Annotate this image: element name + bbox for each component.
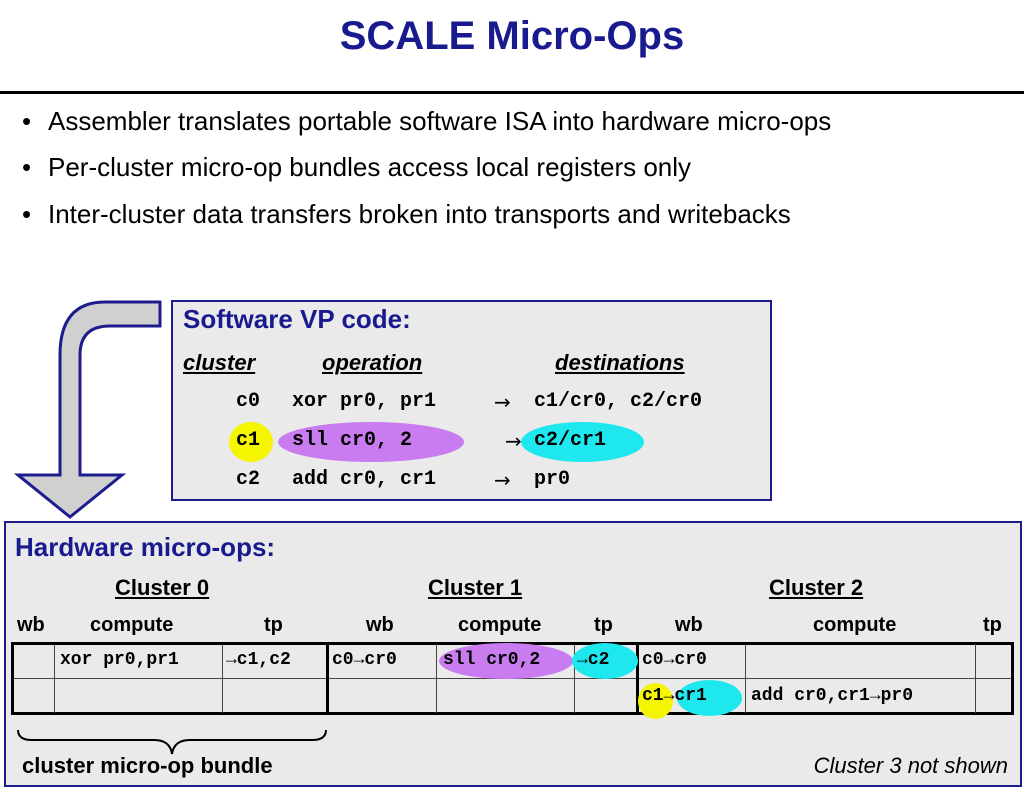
- col-compute: compute: [458, 614, 542, 636]
- highlight-cyan: [572, 643, 638, 679]
- highlight-yellow: [638, 683, 673, 719]
- bullet-text: Inter-cluster data transfers broken into…: [48, 199, 791, 229]
- code-operation: sll cr0, 2: [292, 429, 413, 452]
- cluster-0-header: Cluster 0: [115, 575, 210, 600]
- bundle-brace-icon: [17, 729, 327, 755]
- software-panel-title: Software VP code:: [183, 304, 411, 334]
- code-destination: c2/cr1: [534, 429, 607, 452]
- highlight-violet: [439, 643, 573, 679]
- code-operation: add cr0, cr1: [292, 468, 437, 491]
- highlight-cyan: [677, 680, 742, 716]
- table-cell: c0→cr0: [642, 650, 707, 670]
- cluster-2-header: Cluster 2: [769, 575, 864, 600]
- translation-arrow-icon: [13, 300, 162, 519]
- cell-divider: [436, 644, 437, 713]
- cluster-1-header: Cluster 1: [428, 575, 523, 600]
- title-rule: [0, 91, 1024, 94]
- cell-divider: [745, 644, 746, 713]
- code-cluster: c2: [236, 468, 261, 491]
- cell-divider: [574, 644, 575, 713]
- destinations-header: destinations: [555, 350, 685, 375]
- bullet-item: • Inter-cluster data transfers broken int…: [22, 199, 791, 230]
- highlight-cyan: [521, 422, 644, 462]
- bullet-item: • Assembler translates portable software …: [22, 106, 831, 137]
- bullet-text: Assembler translates portable software I…: [48, 106, 832, 136]
- arrow-icon: →: [494, 468, 511, 492]
- bullet-dot: •: [22, 152, 32, 182]
- col-tp: tp: [594, 614, 613, 636]
- table-cell: c0→cr0: [332, 650, 397, 670]
- table-cell: c1→cr1: [642, 686, 707, 706]
- table-cell: add cr0,cr1→pr0: [751, 686, 914, 706]
- hardware-panel-title: Hardware micro-ops:: [15, 532, 276, 562]
- table-cell: →c1,c2: [226, 650, 291, 670]
- operation-header: operation: [322, 350, 423, 375]
- footnote: Cluster 3 not shown: [813, 753, 1008, 778]
- cluster-divider: [326, 644, 329, 713]
- bullet-item: • Per-cluster micro-op bundles access loc…: [22, 152, 691, 183]
- bundle-label: cluster micro-op bundle: [22, 753, 273, 778]
- cell-divider: [975, 644, 976, 713]
- highlight-yellow: [229, 422, 273, 462]
- highlight-violet: [278, 422, 464, 462]
- cluster-header: cluster: [183, 350, 256, 375]
- cluster-divider: [636, 644, 639, 713]
- bullet-dot: •: [22, 199, 32, 229]
- code-cluster: c0: [236, 390, 261, 413]
- code-operation: xor pr0, pr1: [292, 390, 437, 413]
- col-compute: compute: [90, 614, 174, 636]
- code-destination: pr0: [534, 468, 571, 491]
- col-compute: compute: [813, 614, 897, 636]
- col-wb: wb: [366, 614, 394, 636]
- software-code-panel: [171, 300, 772, 501]
- col-wb: wb: [17, 614, 45, 636]
- bullet-dot: •: [22, 106, 32, 136]
- cell-divider: [54, 644, 55, 713]
- table-cell: sll cr0,2: [443, 650, 541, 670]
- slide-title: SCALE Micro-Ops: [339, 14, 685, 58]
- table-cell: →c2: [577, 650, 610, 670]
- col-tp: tp: [264, 614, 283, 636]
- bullet-text: Per-cluster micro-op bundles access loca…: [48, 152, 692, 182]
- arrow-icon: →: [494, 390, 511, 414]
- col-wb: wb: [675, 614, 703, 636]
- col-tp: tp: [983, 614, 1002, 636]
- code-destination: c1/cr0, c2/cr0: [534, 390, 703, 413]
- table-cell: xor pr0,pr1: [60, 650, 179, 670]
- cell-divider: [222, 644, 223, 713]
- arrow-icon: →: [505, 429, 522, 453]
- code-cluster: c1: [236, 429, 261, 452]
